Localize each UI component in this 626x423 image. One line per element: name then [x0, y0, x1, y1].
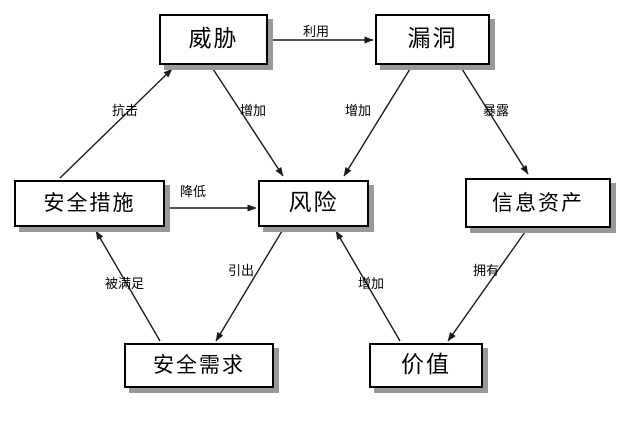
edge-label-asset-owns-value: 拥有 [473, 264, 500, 279]
node-value-label: 价值 [401, 352, 451, 378]
edge-safeguard-resists-threat [59, 68, 173, 179]
edge-label-vulnerability-exposes-asset: 暴露 [483, 104, 510, 119]
node-vulnerability[interactable]: 漏洞 [375, 14, 490, 65]
node-risk-label: 风险 [288, 190, 339, 216]
node-threat-label: 威胁 [188, 26, 239, 52]
node-value[interactable]: 价值 [369, 343, 483, 388]
edge-vulnerability-increases-risk [343, 68, 411, 177]
node-safeguard[interactable]: 安全措施 [14, 180, 165, 227]
edge-value-increases-risk [335, 230, 401, 342]
node-requirement-label: 安全需求 [153, 353, 245, 377]
node-asset-label: 信息资产 [492, 190, 584, 215]
edge-label-safeguard-reduces-risk: 降低 [180, 185, 207, 200]
edge-label-risk-derives-requirement: 引出 [228, 264, 255, 279]
node-asset[interactable]: 信息资产 [465, 178, 611, 228]
edge-label-value-increases-risk: 增加 [358, 277, 385, 292]
edge-risk-derives-requirement [215, 230, 283, 342]
edge-asset-owns-value [447, 231, 526, 342]
edge-label-safeguard-resists-threat: 抗击 [112, 104, 139, 119]
edge-requirement-satisfied-by-safeguard [95, 230, 161, 342]
edge-threat-increases-risk [212, 68, 284, 177]
node-vulnerability-label: 漏洞 [407, 26, 458, 52]
edge-label-threat-exploits-vulnerability: 利用 [303, 25, 330, 40]
edge-label-requirement-satisfied-by-safeguard: 被满足 [105, 277, 145, 292]
node-requirement[interactable]: 安全需求 [124, 343, 274, 388]
node-safeguard-label: 安全措施 [43, 191, 136, 215]
node-risk[interactable]: 风险 [258, 180, 369, 227]
edge-label-vulnerability-increases-risk: 增加 [345, 104, 372, 119]
edge-label-threat-increases-risk: 增加 [240, 104, 267, 119]
edge-vulnerability-exposes-asset [461, 68, 529, 175]
node-threat[interactable]: 威胁 [159, 14, 268, 65]
